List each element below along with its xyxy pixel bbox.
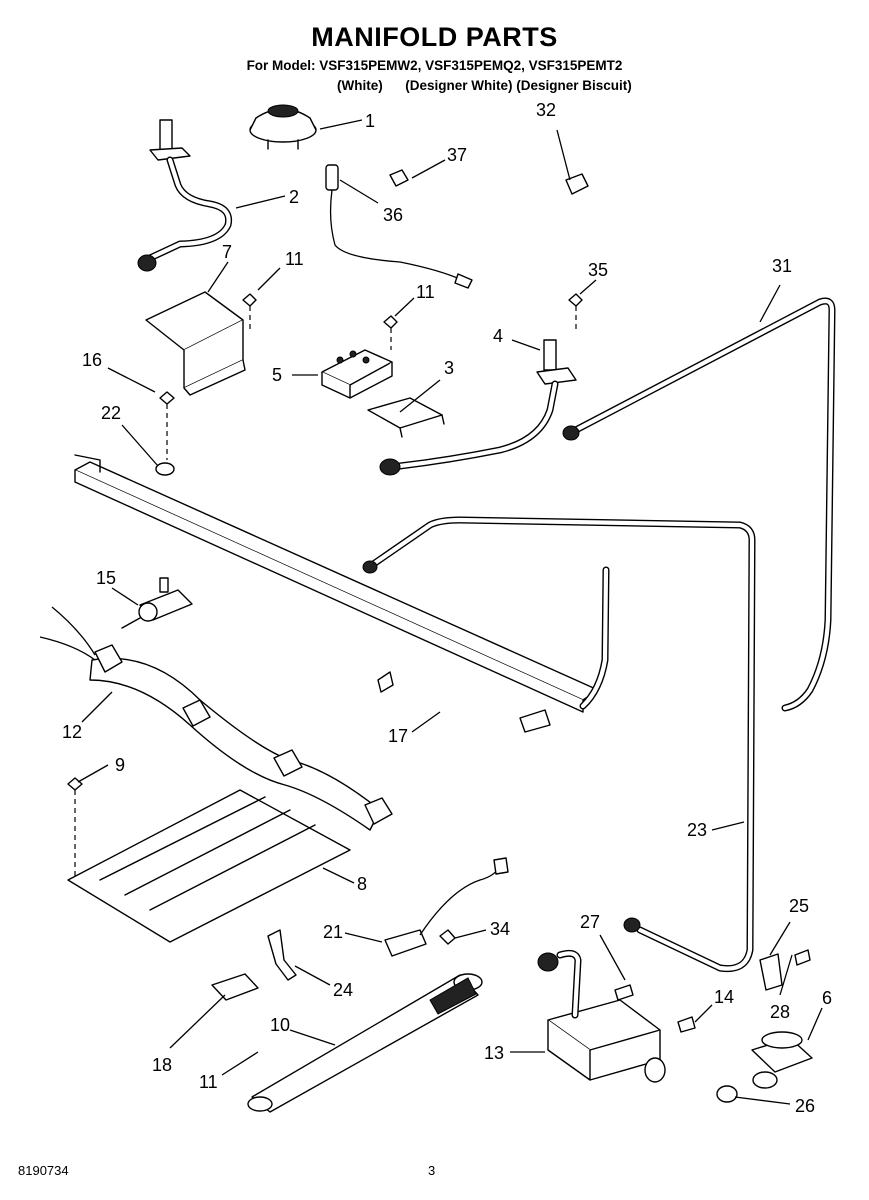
callout-8: 8 [357,874,367,894]
callout-24: 24 [333,980,353,1000]
callout-21: 21 [323,922,343,942]
callout-18: 18 [152,1055,172,1075]
part-screws-right [614,949,811,1033]
part-valve-13 [537,949,666,1083]
callout-31: 31 [772,256,792,276]
part-valve-15 [121,577,193,629]
callout-13: 13 [484,1043,504,1063]
callout-22: 22 [101,403,121,423]
model-colors: (White) (Designer White) (Designer Biscu… [337,78,632,93]
part-tube-31 [562,297,836,712]
page-title: MANIFOLD PARTS [311,22,558,52]
callout-34: 34 [490,919,510,939]
callout-6: 6 [822,988,832,1008]
page-number: 3 [428,1163,436,1178]
model-list: For Model: VSF315PEMW2, VSF315PEMQ2, VSF… [246,58,623,73]
callout-7: 7 [222,242,232,262]
callout-4: 4 [493,326,503,346]
part-burner-cap [249,104,317,150]
callout-14: 14 [714,987,734,1007]
part-burner-tube [247,973,483,1113]
part-bracket-25 [759,953,783,991]
part-tube-23 [362,516,756,973]
part-bracket-3 [367,397,445,438]
callout-37: 37 [447,145,467,165]
leader-lines [77,119,823,1105]
callout-17: 17 [388,726,408,746]
callout-16: 16 [82,350,102,370]
callout-23: 23 [687,820,707,840]
callout-28: 28 [770,1002,790,1022]
part-clip-18 [211,973,259,1001]
part-screw-34 [439,929,456,945]
part-fitting-26 [716,1085,738,1103]
part-manifold-pipe [74,454,610,733]
part-small-fittings-top [389,169,589,195]
callout-9: 9 [115,755,125,775]
part-sensor-21 [384,857,509,957]
callout-15: 15 [96,568,116,588]
part-orifice-tube-right [379,339,577,476]
part-shield-plate [67,789,351,943]
callout-5: 5 [272,365,282,385]
callout-26: 26 [795,1096,815,1116]
document-number: 8190734 [18,1163,69,1178]
part-screw-9 [67,777,83,880]
callout-numbers: 1 2 3 4 5 6 7 8 9 10 11 11 11 12 13 14 1… [62,100,832,1116]
callout-3: 3 [444,358,454,378]
part-clip-24 [267,929,297,981]
part-screw-washer [155,391,175,476]
part-regulator [751,1031,813,1089]
part-wire-harness [39,606,393,831]
callout-12: 12 [62,722,82,742]
callout-10: 10 [270,1015,290,1035]
callout-1: 1 [365,111,375,131]
part-screws [242,293,583,350]
callout-11-a: 11 [285,249,304,269]
part-orifice-tube-left [137,119,233,272]
part-bracket-7 [145,291,246,396]
callout-35: 35 [588,260,608,280]
part-thermocouple-wire [325,164,473,289]
callout-25: 25 [789,896,809,916]
callout-32: 32 [536,100,556,120]
part-spark-module [321,349,393,399]
callout-11-b: 11 [416,282,435,302]
callout-11-c: 11 [199,1072,218,1092]
callout-2: 2 [289,187,299,207]
callout-36: 36 [383,205,403,225]
callout-27: 27 [580,912,600,932]
